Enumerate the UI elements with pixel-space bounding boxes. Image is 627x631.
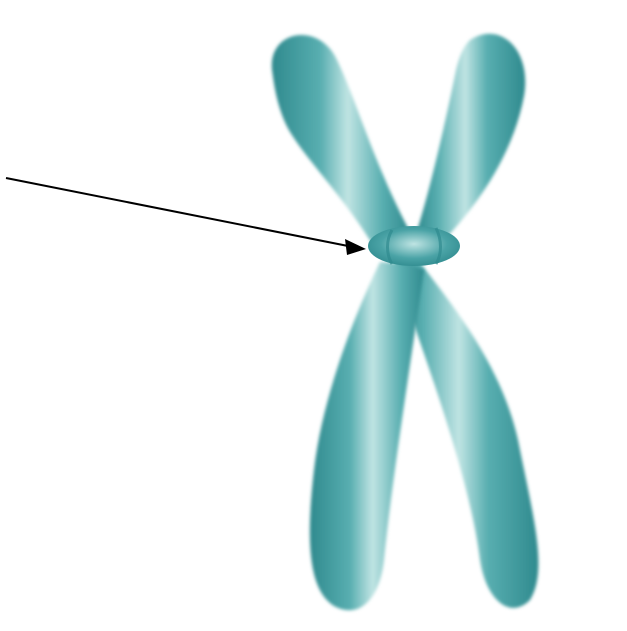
centromere	[368, 226, 460, 266]
arrow-shaft	[6, 178, 348, 246]
chromatid-b-lower-arm	[310, 262, 424, 610]
centromere-body	[368, 226, 460, 266]
chromatid-b-upper-arm	[416, 34, 525, 238]
pointer-arrow	[6, 178, 366, 255]
arrow-head	[345, 239, 366, 255]
chromatid-a-upper-arm	[272, 35, 410, 250]
